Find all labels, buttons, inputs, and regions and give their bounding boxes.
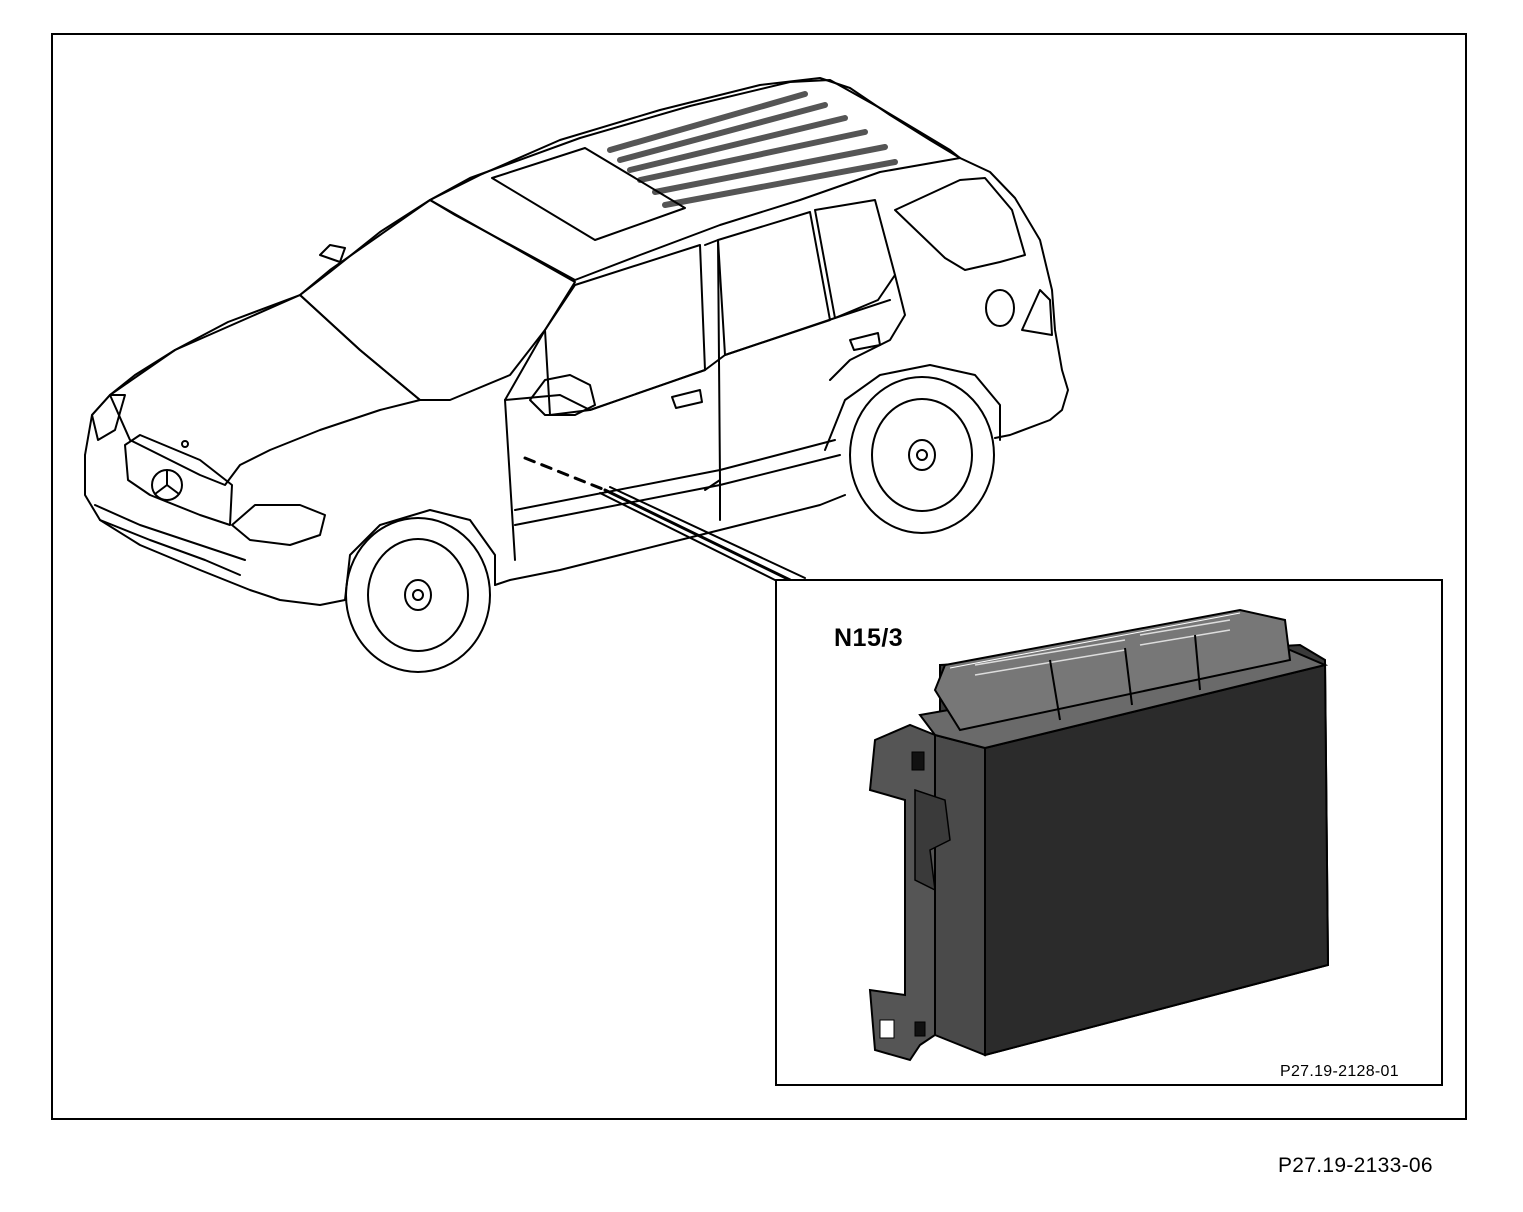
vehicle-front-side-window xyxy=(544,244,706,416)
module-label: N15/3 xyxy=(834,624,904,652)
vehicle-rear-side-window xyxy=(717,211,831,356)
location-dashed-marker xyxy=(523,456,607,492)
vehicle-grille xyxy=(124,434,233,526)
inset-reference: P27.19-2128-01 xyxy=(1280,1063,1399,1080)
vehicle-door-handle-rear xyxy=(849,332,881,351)
front-wheel xyxy=(345,517,491,673)
vehicle-door-handle-front xyxy=(671,389,703,409)
vehicle-rear-wheel-arch xyxy=(824,364,1001,451)
vehicle-lower-outline xyxy=(84,454,346,606)
vehicle-quarter-window xyxy=(894,177,1026,271)
vehicle-illustration xyxy=(84,77,1069,606)
figure-frame xyxy=(51,33,1467,1120)
control-module-illustration xyxy=(868,608,1330,1062)
leader-line xyxy=(603,488,792,582)
vehicle-sunroof xyxy=(491,147,686,241)
vehicle-roof xyxy=(429,79,961,201)
rear-wheel xyxy=(849,376,995,534)
vehicle-front-wheel-arch xyxy=(344,509,496,601)
vehicle-headlight-right xyxy=(231,504,326,546)
vehicle-headlight-left xyxy=(91,394,126,441)
module-connector xyxy=(933,608,1292,732)
vehicle-fuel-cap xyxy=(985,289,1015,327)
vehicle-windshield xyxy=(299,199,576,401)
figure-reference: P27.19-2133-06 xyxy=(1278,1154,1433,1177)
vehicle-mirror xyxy=(529,374,596,416)
vehicle-hood xyxy=(109,294,421,486)
